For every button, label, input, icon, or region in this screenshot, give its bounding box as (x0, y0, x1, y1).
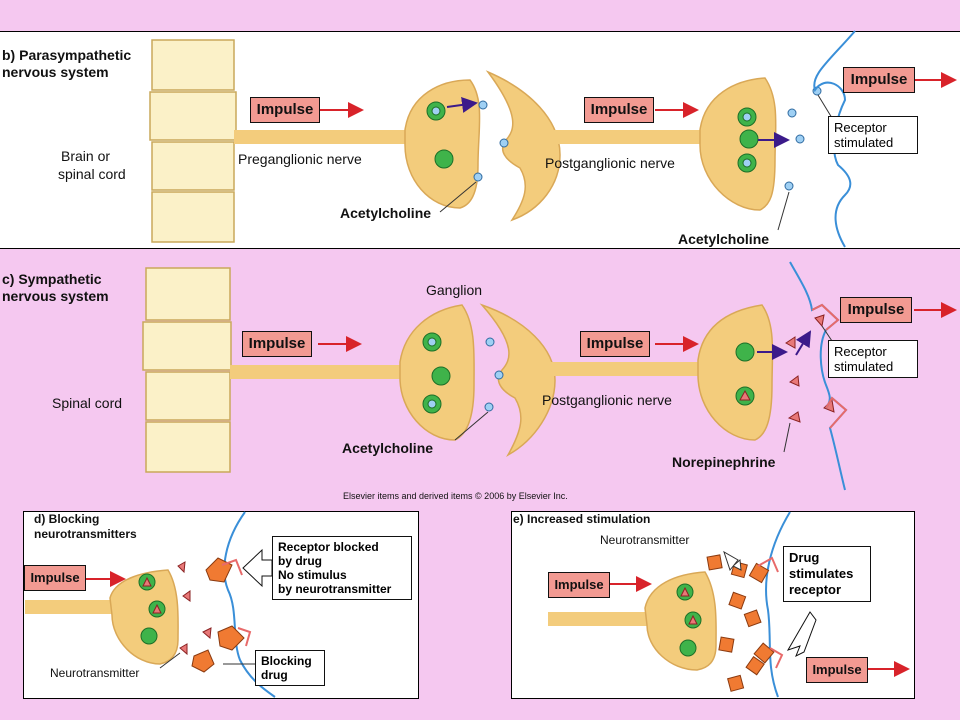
copyright: Elsevier items and derived items © 2006 … (343, 491, 568, 501)
impulse-label: Impulse (840, 297, 912, 323)
postganglionic-label: Postganglionic nerve (542, 392, 672, 408)
postganglionic-label: Postganglionic nerve (545, 155, 675, 171)
effector-membrane-c (789, 261, 848, 491)
vesicles-c (422, 332, 755, 414)
panel-c-drawing (142, 261, 957, 491)
drug-stimulates-callout: Drug stimulates receptor (783, 546, 871, 602)
acetylcholine-dots-b (473, 86, 822, 191)
panel-b-title-1: b) Parasympathetic (2, 47, 132, 63)
panel-d-title-2: neurotransmitters (34, 527, 137, 541)
ganglion-cell-2 (699, 77, 777, 211)
cord-label-b-2: spinal cord (58, 166, 126, 182)
acetylcholine-label: Acetylcholine (342, 440, 434, 456)
receptor-stimulated-callout-b: Receptor stimulated (828, 116, 918, 154)
spinal-cord-label: Spinal cord (52, 395, 123, 411)
impulse-label: Impulse (843, 67, 915, 93)
acetylcholine-label: Acetylcholine (340, 205, 432, 221)
impulse-label: Impulse (242, 331, 312, 357)
acetylcholine-dots-c (484, 337, 504, 412)
postsynaptic-crescent (485, 70, 561, 222)
impulse-label: Impulse (806, 657, 868, 683)
impulse-label: Impulse (548, 572, 610, 598)
preganglionic-nerve (234, 130, 414, 144)
impulse-label: Impulse (584, 97, 654, 123)
spinal-cord-b (149, 39, 237, 243)
neurotransmitter-label: Neurotransmitter (50, 666, 140, 680)
impulse-label: Impulse (580, 331, 650, 357)
norepinephrine-c (785, 314, 835, 423)
panel-c-title-1: c) Sympathetic (2, 271, 102, 287)
postganglionic-nerve (540, 130, 720, 144)
vesicles-b (426, 101, 759, 173)
ganglion-cell-1 (404, 79, 481, 209)
panel-d-title-1: d) Blocking (34, 512, 100, 526)
ganglion-label: Ganglion (426, 282, 483, 298)
neurotransmitter-label: Neurotransmitter (600, 533, 690, 547)
acetylcholine-label: Acetylcholine (678, 231, 770, 247)
panel-c-title-2: nervous system (2, 288, 109, 304)
norepinephrine-label: Norepinephrine (672, 454, 776, 470)
impulse-label: Impulse (250, 97, 320, 123)
panel-e-title: e) Increased stimulation (513, 512, 651, 526)
impulse-label: Impulse (24, 565, 86, 591)
panel-b-title-2: nervous system (2, 64, 109, 80)
blocking-drug-callout: Blocking drug (255, 650, 325, 686)
receptor-stimulated-callout-c: Receptor stimulated (828, 340, 918, 378)
panel-b-drawing (149, 30, 957, 248)
preganglionic-label: Preganglionic nerve (238, 151, 362, 167)
cord-label-b-1: Brain or (61, 148, 111, 164)
spinal-cord-c (142, 267, 232, 473)
receptor-blocked-callout: Receptor blocked by drug No stimulus by … (272, 536, 412, 600)
